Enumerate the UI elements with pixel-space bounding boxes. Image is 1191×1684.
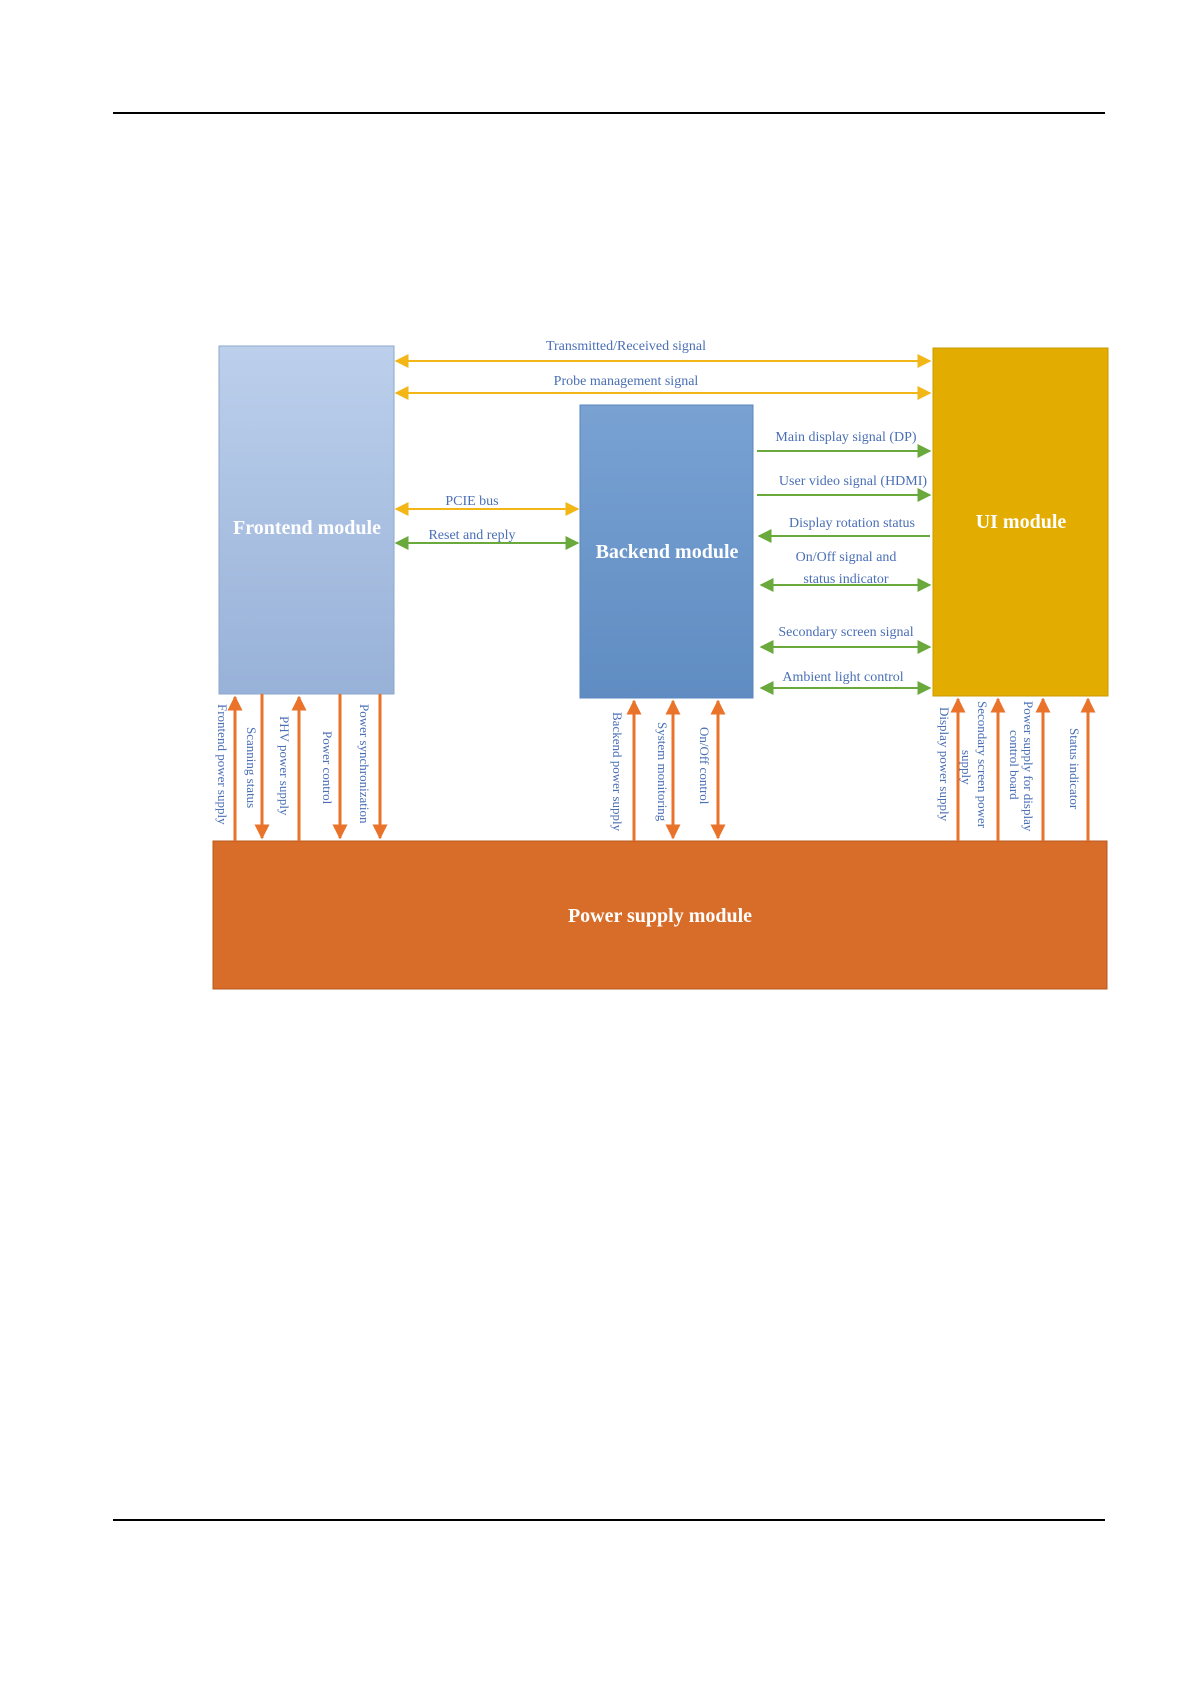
- frontend-module-block: [218, 345, 395, 695]
- power-sync-label: Power synchronization: [357, 704, 372, 824]
- status-indicator-label: Status indicator: [1067, 728, 1082, 810]
- frontend-module-label: Frontend module: [233, 517, 381, 539]
- header-rule: [113, 112, 1105, 114]
- main-display-label: Main display signal (DP): [775, 430, 916, 445]
- reset-reply-label: Reset and reply: [428, 528, 515, 543]
- ui-module-label: UI module: [976, 511, 1067, 533]
- user-video-label: User video signal (HDMI): [779, 474, 927, 489]
- pcie-bus-label: PCIE bus: [445, 494, 498, 509]
- secondary-power-label-line2: supply: [959, 750, 974, 785]
- scanning-status-label: Scanning status: [244, 727, 259, 808]
- probe-management-label: Probe management signal: [554, 374, 699, 389]
- onoff-control-label: On/Off control: [697, 727, 712, 805]
- secondary-power-label-line1: Secondary screen power: [975, 701, 990, 829]
- ambient-light-label: Ambient light control: [782, 670, 903, 685]
- display-rotation-label: Display rotation status: [789, 516, 915, 531]
- backend-power-label: Backend power supply: [610, 712, 625, 832]
- power-supply-module-block: [212, 840, 1108, 990]
- frontend-power-label: Frontend power supply: [215, 704, 230, 825]
- ui-module-block: [932, 347, 1109, 697]
- system-monitoring-label: System monitoring: [655, 722, 670, 822]
- transmitted-signal-label: Transmitted/Received signal: [546, 339, 706, 354]
- display-power-label: Display power supply: [937, 707, 952, 822]
- power-control-label: Power control: [320, 731, 335, 805]
- display-board-power-label-line1: Power supply for display: [1021, 701, 1036, 832]
- onoff-signal-label-line1: On/Off signal and: [796, 550, 897, 565]
- footer-rule: [113, 1519, 1105, 1521]
- backend-module-label: Backend module: [596, 541, 739, 563]
- power-supply-module-label: Power supply module: [568, 905, 752, 927]
- display-board-power-label-line2: control board: [1007, 730, 1022, 800]
- backend-module-block: [579, 404, 754, 699]
- phv-power-label: PHV power supply: [277, 716, 292, 816]
- secondary-screen-label: Secondary screen signal: [778, 625, 913, 640]
